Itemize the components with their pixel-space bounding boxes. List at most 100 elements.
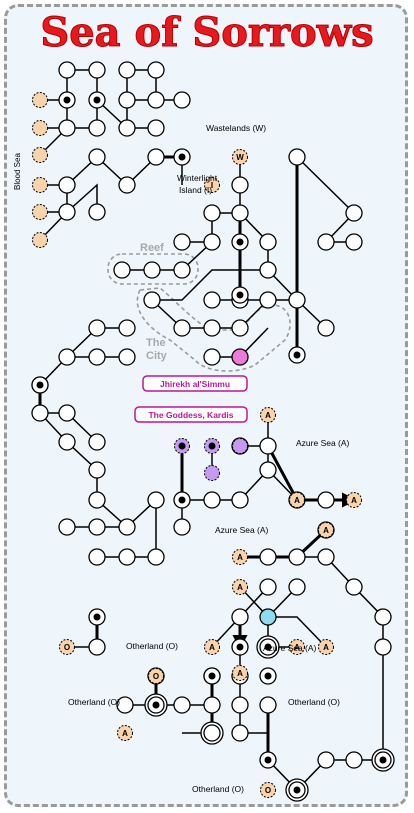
sea-node bbox=[259, 261, 277, 279]
sea-node bbox=[58, 404, 76, 422]
node-dot bbox=[236, 643, 244, 651]
sea-node bbox=[231, 696, 249, 714]
node-dot bbox=[178, 153, 186, 161]
node-dot bbox=[93, 613, 101, 621]
city-zone bbox=[136, 287, 291, 372]
token-azure bbox=[289, 492, 305, 508]
token-otherland bbox=[148, 668, 164, 684]
region-blood-sea-label: Blood Sea bbox=[13, 153, 22, 190]
token-otherland bbox=[59, 639, 75, 655]
route-edge bbox=[65, 327, 127, 358]
sea-node bbox=[118, 119, 136, 137]
sea-node bbox=[374, 608, 392, 626]
sea-node bbox=[118, 319, 136, 337]
sea-node bbox=[345, 233, 363, 251]
sea-node bbox=[88, 203, 106, 221]
route-edge bbox=[240, 528, 328, 559]
token-letter-azure: A bbox=[351, 496, 357, 505]
sea-node bbox=[118, 61, 136, 79]
token-letter-wastelands: W bbox=[236, 153, 244, 162]
token-azure bbox=[260, 407, 276, 423]
sea-node bbox=[118, 91, 136, 109]
sea-node bbox=[173, 696, 191, 714]
goddess-node bbox=[232, 438, 248, 454]
route-edge bbox=[297, 556, 384, 760]
sea-node bbox=[259, 696, 277, 714]
sea-node bbox=[203, 291, 221, 309]
sea-node bbox=[317, 233, 335, 251]
region-city-label-1: The bbox=[146, 337, 166, 349]
region-reef-label: Reef bbox=[140, 242, 164, 254]
sea-node bbox=[259, 233, 277, 251]
route-edge bbox=[239, 586, 269, 673]
sea-node bbox=[374, 638, 392, 656]
token-azure bbox=[318, 639, 334, 655]
token-letter-azure: A bbox=[237, 583, 243, 592]
route-edge bbox=[66, 69, 98, 100]
sea-node bbox=[116, 696, 134, 714]
region-otherland-d-label: Otherland (O) bbox=[192, 784, 244, 794]
region-azure-sea-b-label: Azure Sea (A) bbox=[215, 525, 269, 535]
empty-token bbox=[32, 147, 48, 163]
jhirekh-node bbox=[231, 348, 249, 366]
route-edge bbox=[182, 157, 241, 243]
region-winterlight-label: Winterlight bbox=[177, 173, 218, 183]
sea-node bbox=[147, 491, 165, 509]
sea-node bbox=[88, 518, 106, 536]
route-edge bbox=[66, 183, 98, 213]
token-letter-otherland: O bbox=[153, 672, 159, 681]
sea-node bbox=[231, 724, 249, 742]
node-dot bbox=[152, 701, 160, 709]
region-otherland-c-label: Otherland (O) bbox=[288, 697, 340, 707]
token-letter-winterlight: I bbox=[211, 181, 213, 190]
empty-token bbox=[32, 232, 48, 248]
sea-node bbox=[231, 176, 249, 194]
node-dot bbox=[236, 291, 244, 299]
sea-node bbox=[88, 348, 106, 366]
sea-node bbox=[88, 491, 106, 509]
region-city-label-2: City bbox=[146, 350, 168, 362]
node-dot bbox=[236, 238, 244, 246]
sea-node bbox=[231, 204, 249, 222]
sea-node bbox=[88, 319, 106, 337]
node-dot bbox=[208, 442, 216, 450]
sea-node bbox=[88, 433, 106, 451]
sea-node bbox=[203, 696, 221, 714]
node-dot bbox=[63, 96, 71, 104]
sea-node bbox=[288, 548, 306, 566]
sea-node bbox=[118, 348, 136, 366]
region-winterlight-island-label: Island (I) bbox=[179, 185, 212, 195]
node-dot bbox=[93, 96, 101, 104]
route-edge bbox=[39, 356, 129, 528]
sea-node bbox=[173, 261, 191, 279]
sea-node bbox=[118, 176, 136, 194]
special-node bbox=[259, 608, 277, 626]
sea-node bbox=[288, 578, 306, 596]
route-edge bbox=[268, 616, 327, 648]
sea-node bbox=[203, 204, 221, 222]
region-otherland-b-label: Otherland (O) bbox=[68, 697, 120, 707]
node-dot bbox=[264, 756, 272, 764]
sea-node bbox=[88, 148, 106, 166]
sea-node bbox=[259, 548, 277, 566]
sea-node bbox=[259, 578, 277, 596]
empty-token bbox=[32, 120, 48, 136]
sea-node bbox=[88, 61, 106, 79]
token-otherland bbox=[260, 782, 276, 798]
token-azure bbox=[204, 639, 220, 655]
sea-node bbox=[88, 548, 106, 566]
sea-node bbox=[58, 433, 76, 451]
sea-node bbox=[113, 261, 131, 279]
sea-node bbox=[147, 91, 165, 109]
sea-node bbox=[288, 148, 306, 166]
empty-token bbox=[32, 204, 48, 220]
sea-node bbox=[345, 578, 363, 596]
route-edge bbox=[152, 269, 268, 301]
sea-node bbox=[118, 518, 136, 536]
region-wastelands-label: Wastelands (W) bbox=[206, 123, 266, 133]
sea-node bbox=[317, 319, 335, 337]
node-dot bbox=[178, 496, 186, 504]
sea-node bbox=[259, 437, 277, 455]
sea-node bbox=[58, 119, 76, 137]
